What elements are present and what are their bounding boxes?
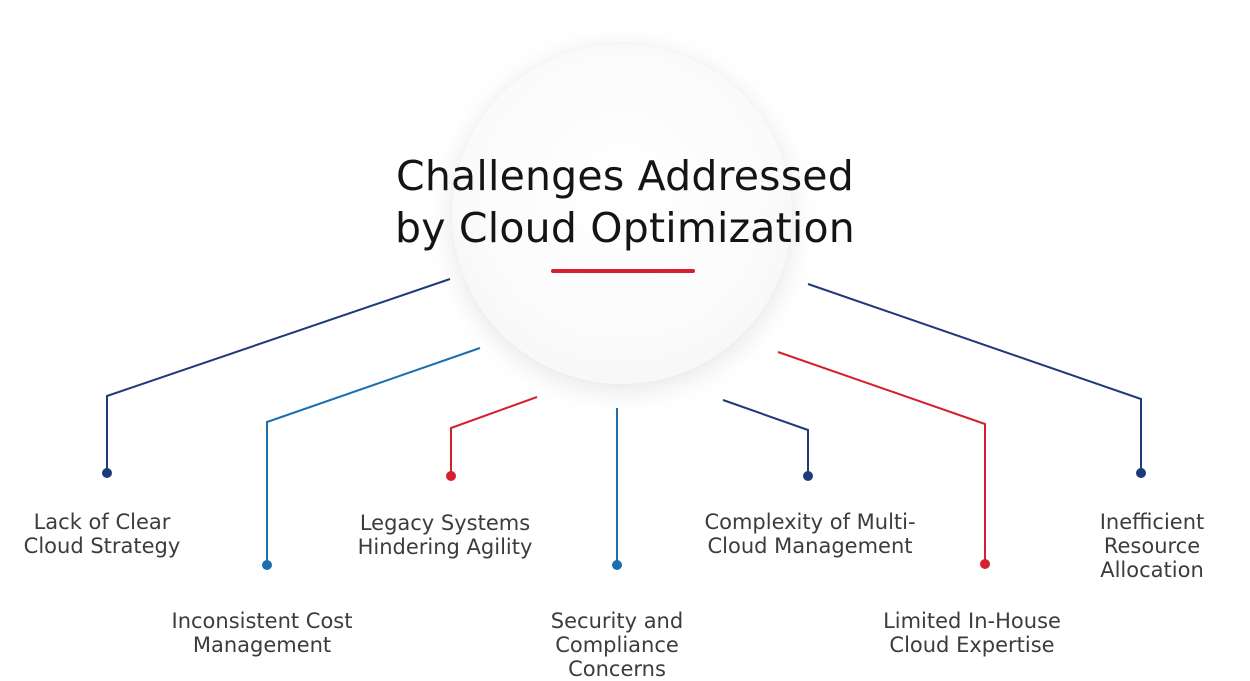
challenge-label-limited-expertise: Limited In-House Cloud Expertise [854, 609, 1090, 657]
connector-dot [803, 471, 813, 481]
title-line-1: Challenges Addressed [396, 152, 854, 200]
challenge-label-line: Hindering Agility [357, 535, 533, 559]
connector-lack-of-clear-cloud-strategy [102, 278, 451, 478]
challenge-label-line: Compliance [555, 633, 679, 657]
challenge-label-line: Limited In-House [883, 609, 1061, 633]
connector-dot [612, 560, 622, 570]
challenge-label-line: Inefficient [1099, 510, 1205, 534]
challenge-label-lack-of-strategy: Lack of Clear Cloud Strategy [0, 510, 204, 558]
diagram-title: Challenges Addressed by Cloud Optimizati… [325, 150, 925, 254]
challenge-label-line: Cloud Expertise [889, 633, 1055, 657]
connector-inconsistent-cost-management [262, 347, 481, 570]
challenge-label-line: Complexity of Multi- [704, 510, 916, 534]
connector-dot [262, 560, 272, 570]
challenge-label-resource-allocation: Inefficient Resource Allocation [1062, 510, 1242, 582]
challenge-label-line: Inconsistent Cost [171, 609, 353, 633]
challenge-label-legacy-systems: Legacy Systems Hindering Agility [330, 511, 560, 559]
center-circle [452, 44, 792, 384]
connector-dot [1136, 468, 1146, 478]
challenge-label-line: Cloud Management [707, 534, 913, 558]
connector-security-compliance [612, 408, 622, 570]
challenge-label-cost-management: Inconsistent Cost Management [142, 609, 382, 657]
challenge-label-line: Lack of Clear [33, 510, 171, 534]
connector-dot [980, 559, 990, 569]
title-line-2: by Cloud Optimization [395, 204, 855, 252]
challenge-label-line: Legacy Systems [359, 511, 531, 535]
challenge-label-security-compliance: Security and Compliance Concerns [517, 609, 717, 681]
connector-dot [102, 468, 112, 478]
challenge-label-line: Resource [1103, 534, 1201, 558]
challenge-label-line: Concerns [568, 657, 666, 681]
connector-inefficient-allocation [807, 283, 1146, 478]
challenge-label-line: Allocation [1100, 558, 1204, 582]
connector-dot [446, 471, 456, 481]
challenge-label-line: Cloud Strategy [23, 534, 181, 558]
connector-limited-expertise [777, 351, 990, 569]
connector-multi-cloud-complexity [722, 399, 813, 481]
challenge-label-multi-cloud: Complexity of Multi- Cloud Management [670, 510, 950, 558]
challenge-label-line: Management [192, 633, 332, 657]
challenge-label-line: Security and [550, 609, 684, 633]
connector-legacy-systems [446, 396, 538, 481]
title-underline [551, 269, 695, 273]
